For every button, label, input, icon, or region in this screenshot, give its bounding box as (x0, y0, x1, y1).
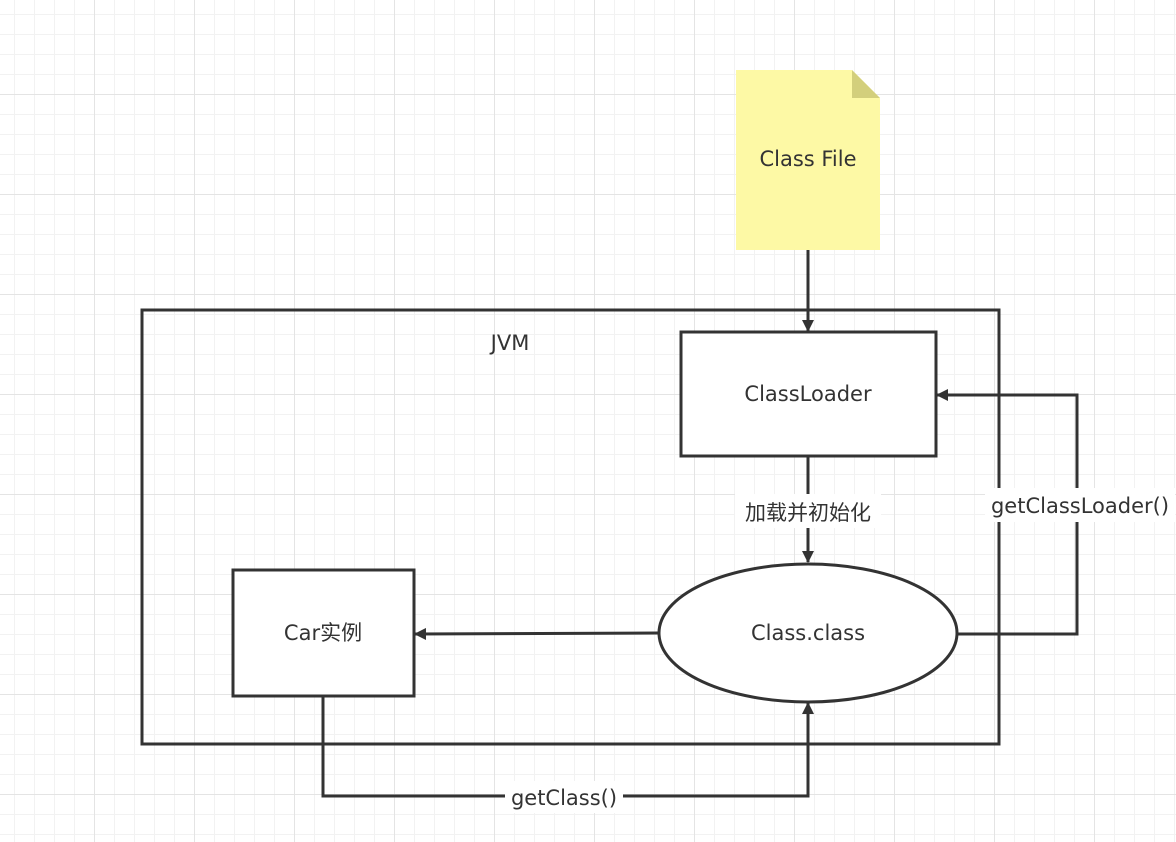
edge-class-to-car-instance[interactable] (414, 627, 660, 640)
class-object-label: Class.class (751, 621, 865, 645)
get-class-loader-label: getClassLoader() (991, 494, 1169, 518)
class-loader-label: ClassLoader (744, 382, 872, 406)
edge-get-class[interactable]: getClass() (321, 697, 814, 813)
edge-get-class-loader[interactable]: getClassLoader() (936, 389, 1175, 636)
class-loader-box[interactable]: ClassLoader (679, 330, 938, 458)
jvm-label: JVM (489, 331, 530, 355)
edge-label-bg (985, 488, 1175, 522)
edge-label-bg (735, 494, 881, 528)
edge-load-and-init[interactable]: 加载并初始化 (735, 456, 881, 563)
load-and-init-label: 加载并初始化 (745, 501, 871, 525)
car-instance-box[interactable]: Car实例 (231, 568, 416, 698)
get-class-label: getClass() (511, 786, 617, 810)
class-object-ellipse[interactable]: Class.class (657, 562, 959, 704)
car-instance-label: Car实例 (284, 621, 362, 645)
jvm-container[interactable]: JVM (140, 308, 1001, 746)
class-file-note[interactable]: Class File (736, 70, 880, 250)
note-fold-corner (852, 70, 880, 98)
class-file-label: Class File (759, 147, 856, 171)
edge-label-bg (505, 781, 623, 813)
